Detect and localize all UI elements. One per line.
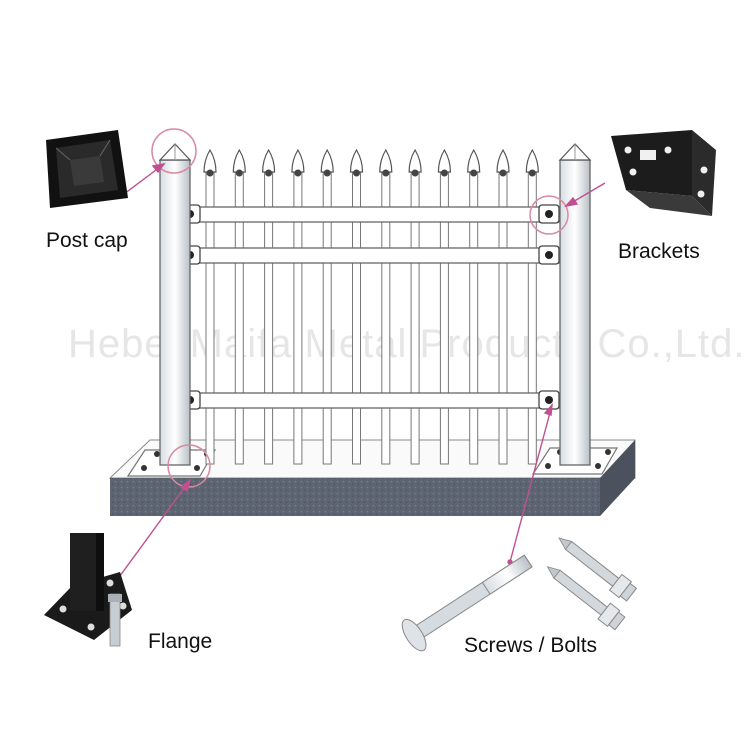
rail-bracket [538,204,560,224]
post-cap-label: Post cap [46,229,128,252]
right-post [558,143,592,466]
leader-lines [116,162,606,581]
flange-label: Flange [148,630,213,653]
concrete-base [108,439,636,516]
callout-circles [151,128,569,488]
brackets-label: Brackets [618,240,700,263]
screw-icon [558,537,638,602]
screw-icon [546,566,626,631]
picket [496,148,510,465]
picket [408,148,422,465]
picket [467,148,481,465]
rail-bracket [538,245,560,265]
bracket-icon [611,130,716,216]
picket [291,148,305,465]
picket [437,148,452,465]
screws-bolts-label: Screws / Bolts [464,634,598,657]
picket [203,148,217,465]
pickets [203,148,539,465]
picket [232,148,246,465]
left-post [158,143,192,466]
flange-icon [44,533,132,647]
picket [525,148,539,465]
rail-bracket [538,390,560,410]
picket [379,148,393,465]
picket [261,148,276,465]
fence-rails [181,206,561,409]
bolt-icon [401,554,533,652]
picket [320,148,334,465]
picket [349,148,364,465]
post-cap-icon [46,130,128,208]
